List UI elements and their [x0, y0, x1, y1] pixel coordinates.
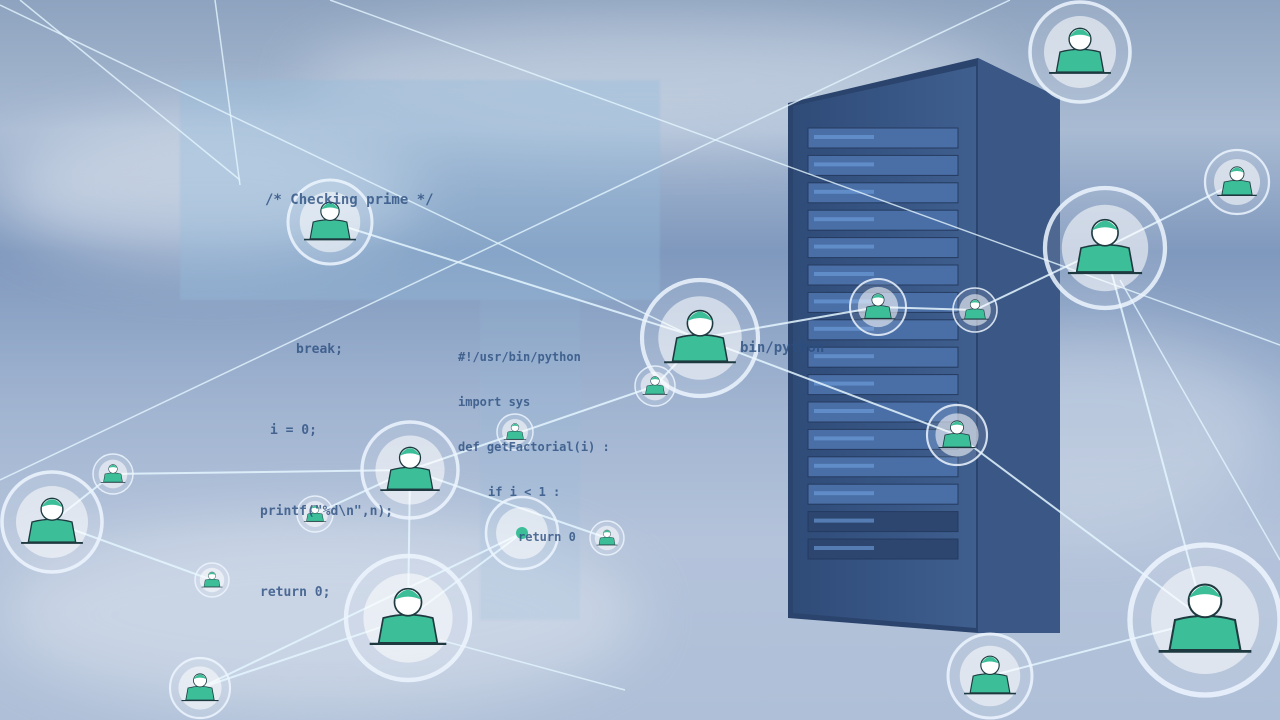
user-node-icon	[639, 277, 761, 399]
server-slot	[807, 264, 959, 286]
user-node-icon	[1203, 148, 1271, 216]
user-node-icon	[1028, 0, 1132, 104]
server-slot	[807, 154, 959, 176]
server-led	[814, 409, 874, 413]
network-line	[329, 221, 701, 339]
network-line	[1104, 247, 1206, 621]
server-led	[814, 189, 874, 194]
user-node-icon	[92, 453, 134, 495]
server-slot	[807, 237, 959, 259]
network-line	[699, 337, 958, 436]
network-line	[214, 0, 241, 186]
server-led	[814, 354, 874, 359]
server-slot	[807, 127, 959, 149]
code-panel	[480, 300, 580, 620]
server-led	[814, 217, 874, 222]
code-line: return 0;	[260, 585, 331, 600]
user-node-icon	[1127, 542, 1280, 698]
network-lines	[0, 0, 1280, 691]
user-node-icon	[0, 470, 104, 574]
code-line: i = 0;	[270, 423, 317, 438]
user-node-icon	[952, 287, 998, 333]
network-line	[199, 532, 523, 689]
user-node-icon	[849, 278, 907, 336]
network-line	[0, 4, 701, 341]
user-node-icon	[296, 495, 334, 533]
server-led	[814, 381, 874, 386]
user-node-icon	[360, 420, 460, 520]
code-line: #!/usr/bin/python	[458, 350, 581, 364]
server-led	[814, 436, 874, 441]
server-led	[814, 546, 874, 550]
user-node-icon	[168, 656, 232, 720]
server-led	[814, 244, 874, 249]
code-line: break;	[296, 342, 343, 357]
server-slot	[807, 401, 959, 423]
server-led	[814, 518, 874, 523]
network-line	[409, 469, 608, 539]
code-line: def getFactorial(i) :	[458, 440, 610, 454]
server-slot	[807, 511, 959, 533]
server-slot	[807, 538, 959, 560]
server-slot	[807, 483, 959, 505]
server-slot	[807, 374, 959, 396]
network-line	[0, 0, 1011, 481]
server-slot	[807, 346, 959, 368]
user-node-icon	[946, 632, 1034, 720]
code-block-left-lower: break; i = 0; printf("%d\n",n); return 0…	[260, 282, 393, 633]
server-led	[814, 272, 874, 276]
user-node-icon	[589, 520, 625, 556]
code-line: /* Checking prime */	[265, 192, 434, 208]
lock-node	[484, 495, 560, 571]
code-line: import sys	[458, 395, 531, 409]
user-node-icon	[925, 403, 989, 467]
code-line: printf("%d\n",n);	[260, 504, 394, 519]
code-panel	[180, 80, 660, 300]
server-led	[814, 299, 874, 304]
network-line	[19, 0, 241, 181]
network-line	[439, 639, 626, 691]
server-led	[814, 162, 874, 167]
code-line-far: bin/python	[740, 340, 825, 356]
code-line: return 0	[518, 530, 576, 544]
code-block-left: /* Checking prime */	[265, 165, 434, 221]
server-led	[814, 463, 874, 468]
user-node-icon	[1042, 185, 1168, 311]
user-node-icon	[634, 365, 676, 407]
server-slot	[807, 456, 959, 478]
server-led	[814, 326, 874, 331]
user-node-icon	[343, 553, 473, 683]
server-led	[814, 135, 874, 139]
code-block-right: #!/usr/bin/python import sys def getFact…	[458, 320, 610, 560]
code-line: if i < 1 :	[488, 485, 561, 499]
user-node-icon	[286, 178, 374, 266]
server-led	[814, 491, 874, 496]
user-node-icon	[194, 562, 230, 598]
user-node-icon	[496, 413, 534, 451]
server-rack	[788, 58, 1060, 633]
network-line	[1119, 279, 1280, 561]
